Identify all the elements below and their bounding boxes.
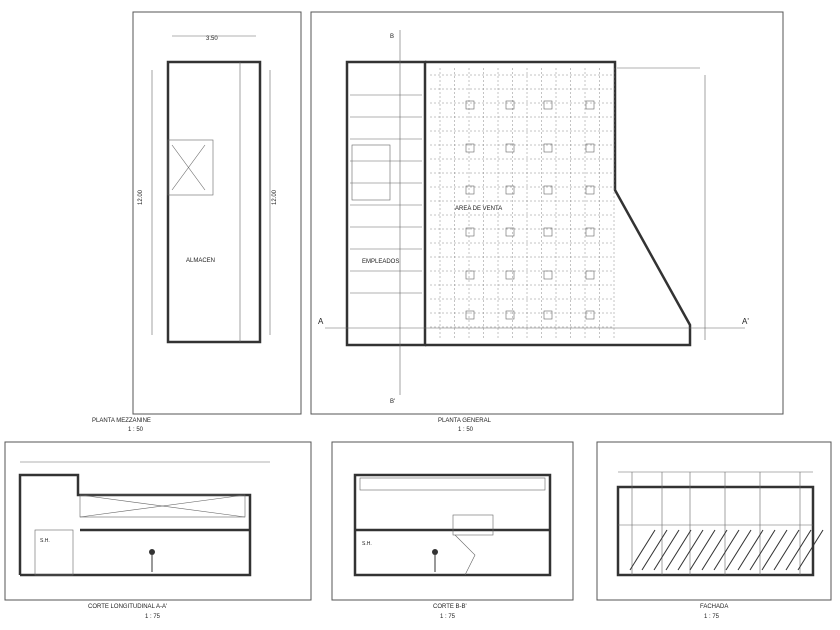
column-icon — [465, 270, 475, 280]
mezzanine-frame — [132, 11, 302, 415]
stair-icon — [167, 139, 214, 196]
column-icon — [585, 100, 595, 110]
svg-text:3.50: 3.50 — [206, 36, 218, 42]
column-icon — [543, 310, 553, 320]
column-icon — [505, 227, 515, 237]
glass-hatch — [641, 529, 668, 571]
stair-icon — [351, 144, 391, 201]
column-icon — [585, 310, 595, 320]
mezzanine-title: PLANTA MEZZANINE — [92, 418, 151, 424]
room-label-staff: EMPLEADOS — [362, 259, 399, 265]
svg-text:A': A' — [742, 317, 749, 326]
longitudinal-scale: 1 : 75 — [145, 614, 161, 620]
svg-text:S.H.: S.H. — [40, 538, 50, 544]
column-icon — [465, 185, 475, 195]
room-label-sales: AREA DE VENTA — [455, 206, 502, 212]
room-label-almacen: ALMACEN — [186, 258, 215, 264]
section-bb: S.H. — [353, 473, 552, 577]
facade-scale: 1 : 75 — [704, 614, 720, 620]
glass-hatch — [737, 529, 764, 571]
column-icon — [505, 143, 515, 153]
glass-hatch — [677, 529, 704, 571]
longitudinal-section: S.H. — [18, 461, 270, 577]
facade-frame — [596, 441, 832, 601]
mezzanine-scale: 1 : 50 — [128, 427, 144, 433]
general-scale: 1 : 50 — [458, 427, 474, 433]
column-icon — [543, 143, 553, 153]
section-bb-scale: 1 : 75 — [440, 614, 456, 620]
glass-hatch — [701, 529, 728, 571]
column-icon — [543, 227, 553, 237]
glass-hatch — [749, 529, 776, 571]
section-bb-title: CORTE B-B' — [433, 604, 467, 610]
svg-text:12.00: 12.00 — [138, 189, 144, 205]
column-icon — [543, 270, 553, 280]
column-icon — [543, 185, 553, 195]
column-icon — [585, 270, 595, 280]
column-icon — [465, 227, 475, 237]
glass-hatch — [725, 529, 752, 571]
general-plan: AREA DE VENTA EMPLEADOS A A' B B' — [318, 30, 749, 405]
glass-hatch — [629, 529, 656, 571]
svg-text:S.H.: S.H. — [362, 541, 372, 547]
column-icon — [505, 270, 515, 280]
column-icon — [505, 100, 515, 110]
facade — [616, 471, 824, 577]
glass-hatch — [713, 529, 740, 571]
column-icon — [465, 100, 475, 110]
longitudinal-section-frame — [4, 441, 312, 601]
glass-hatch — [689, 529, 716, 571]
glass-hatch — [653, 529, 680, 571]
glass-hatch — [797, 529, 824, 571]
general-plan-frame — [310, 11, 784, 415]
person-figure-icon — [149, 549, 155, 555]
column-icon — [505, 310, 515, 320]
column-icon — [585, 185, 595, 195]
longitudinal-title: CORTE LONGITUDINAL A-A' — [88, 604, 167, 610]
glass-hatch — [773, 529, 800, 571]
svg-text:A: A — [318, 317, 324, 326]
person-figure-icon — [432, 549, 438, 555]
column-icon — [465, 310, 475, 320]
glass-hatch — [665, 529, 692, 571]
column-icon — [465, 143, 475, 153]
glass-hatch — [761, 529, 788, 571]
column-icon — [585, 227, 595, 237]
column-icon — [585, 143, 595, 153]
svg-text:B: B — [390, 34, 394, 40]
svg-text:12.00: 12.00 — [272, 189, 278, 205]
svg-text:B': B' — [390, 399, 395, 405]
mezzanine-plan: 3.50 12.00 12.00 ALMACEN — [138, 35, 278, 344]
general-title: PLANTA GENERAL — [438, 418, 492, 424]
facade-title: FACHADA — [700, 604, 728, 610]
column-icon — [543, 100, 553, 110]
glass-hatch — [785, 529, 812, 571]
column-icon — [505, 185, 515, 195]
section-bb-frame — [331, 441, 574, 601]
